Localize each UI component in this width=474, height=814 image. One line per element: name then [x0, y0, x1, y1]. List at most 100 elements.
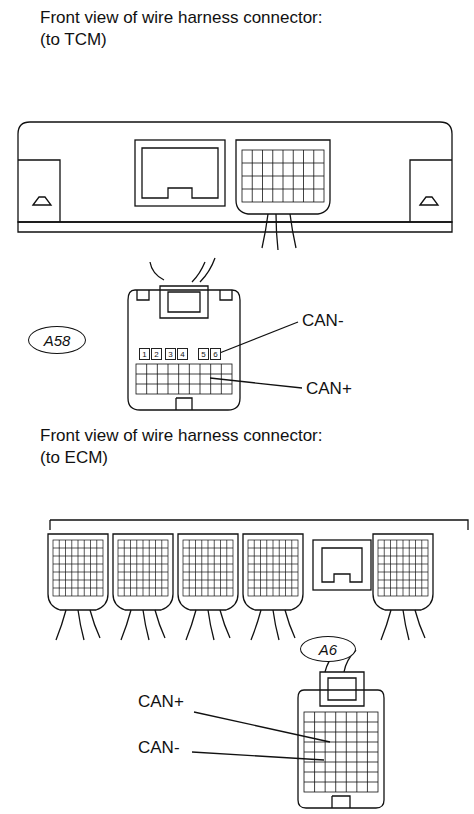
signal-name: CAN+: [306, 379, 352, 399]
pin-divider: [304, 752, 378, 753]
pin-divider: [260, 540, 261, 596]
pin-divider: [71, 540, 72, 596]
pin-number: 3: [168, 350, 172, 359]
wire: [186, 610, 230, 640]
ecm-connector: [48, 534, 108, 610]
pin-cavity: [183, 540, 233, 596]
pin-divider: [200, 364, 201, 394]
pin-divider: [378, 588, 428, 589]
pin-divider: [183, 588, 233, 589]
leader-line: [194, 712, 330, 742]
pin-divider: [195, 540, 196, 596]
pin-number: 3: [165, 348, 176, 360]
pin-divider: [118, 556, 168, 557]
pin-divider: [378, 564, 428, 565]
pin-divider: [248, 564, 298, 565]
pin-divider: [378, 556, 428, 557]
pin-divider: [378, 548, 428, 549]
a58-lock: [160, 286, 208, 318]
connector-code: A6: [300, 636, 356, 662]
tcm-socket: [135, 140, 225, 206]
pin-divider: [118, 564, 168, 565]
connector-code: A6: [319, 641, 337, 658]
pin-grid: [242, 150, 324, 202]
pin-divider: [183, 572, 233, 573]
pin-divider: [285, 540, 286, 596]
pin-divider: [208, 540, 209, 596]
ecm-socket-key: [322, 548, 362, 582]
pin-divider: [248, 572, 298, 573]
pin-number: 1: [139, 348, 150, 360]
pin-divider: [136, 374, 232, 375]
tcm-plug: [236, 140, 330, 214]
connector-code: A58: [44, 332, 71, 349]
pin-number: 6: [210, 348, 221, 360]
pin-number: 2: [154, 350, 158, 359]
connector-code: A58: [28, 326, 86, 354]
ecm-top: [50, 520, 468, 530]
pin-divider: [155, 540, 156, 596]
pin-divider: [161, 540, 162, 596]
leader-line: [212, 322, 298, 356]
pin-divider: [118, 572, 168, 573]
pin-divider: [248, 580, 298, 581]
a6-connector-body: [298, 690, 384, 808]
pin-divider: [157, 364, 158, 394]
pin-divider: [378, 572, 428, 573]
wire: [56, 610, 100, 640]
wire: [121, 610, 165, 640]
pin-divider: [214, 540, 215, 596]
ecm-socket: [313, 540, 371, 590]
pin-divider: [53, 564, 103, 565]
leader-line: [192, 752, 324, 760]
pin-grid: [304, 712, 378, 792]
pin-divider: [291, 540, 292, 596]
pin-divider: [279, 540, 280, 596]
pin-divider: [201, 540, 202, 596]
ecm-connector: [113, 534, 173, 610]
pin-number: 5: [198, 348, 209, 360]
pin-divider: [210, 364, 211, 394]
pin-divider: [53, 580, 103, 581]
pin-divider: [53, 588, 103, 589]
pin-divider: [146, 364, 147, 394]
pin-divider: [390, 540, 391, 596]
a6-key: [332, 796, 350, 808]
ecm-connector: [178, 534, 238, 610]
pin-divider: [220, 540, 221, 596]
signal-name: CAN-: [138, 738, 180, 758]
pin-cavity: [242, 150, 324, 202]
pin-divider: [304, 732, 378, 733]
pin-divider: [189, 364, 190, 394]
tcm-housing: [18, 122, 452, 222]
heading-text: (to TCM): [40, 30, 107, 50]
pin-divider: [242, 163, 324, 164]
pin-divider: [65, 540, 66, 596]
pin-divider: [415, 540, 416, 596]
wire: [381, 610, 425, 640]
pin-cavity: [304, 712, 378, 792]
pin-divider: [124, 540, 125, 596]
pin-divider: [53, 556, 103, 557]
pin-divider: [183, 580, 233, 581]
pin-divider: [254, 540, 255, 596]
pin-divider: [183, 556, 233, 557]
pin-divider: [143, 540, 144, 596]
pin-cavity: [248, 540, 298, 596]
pin-divider: [242, 189, 324, 190]
pin-divider: [183, 548, 233, 549]
pin-divider: [396, 540, 397, 596]
ecm-connectors: [48, 534, 433, 640]
wire: [262, 214, 296, 250]
pin-number: 4: [177, 348, 188, 360]
leader-line: [210, 378, 302, 388]
signal-name: CAN-: [302, 311, 344, 331]
pin-divider: [130, 540, 131, 596]
pin-divider: [384, 540, 385, 596]
pin-divider: [96, 540, 97, 596]
a58-connector-body: [128, 290, 240, 410]
pin-divider: [149, 540, 150, 596]
pin-divider: [304, 762, 378, 763]
a58-guide: [137, 290, 232, 300]
